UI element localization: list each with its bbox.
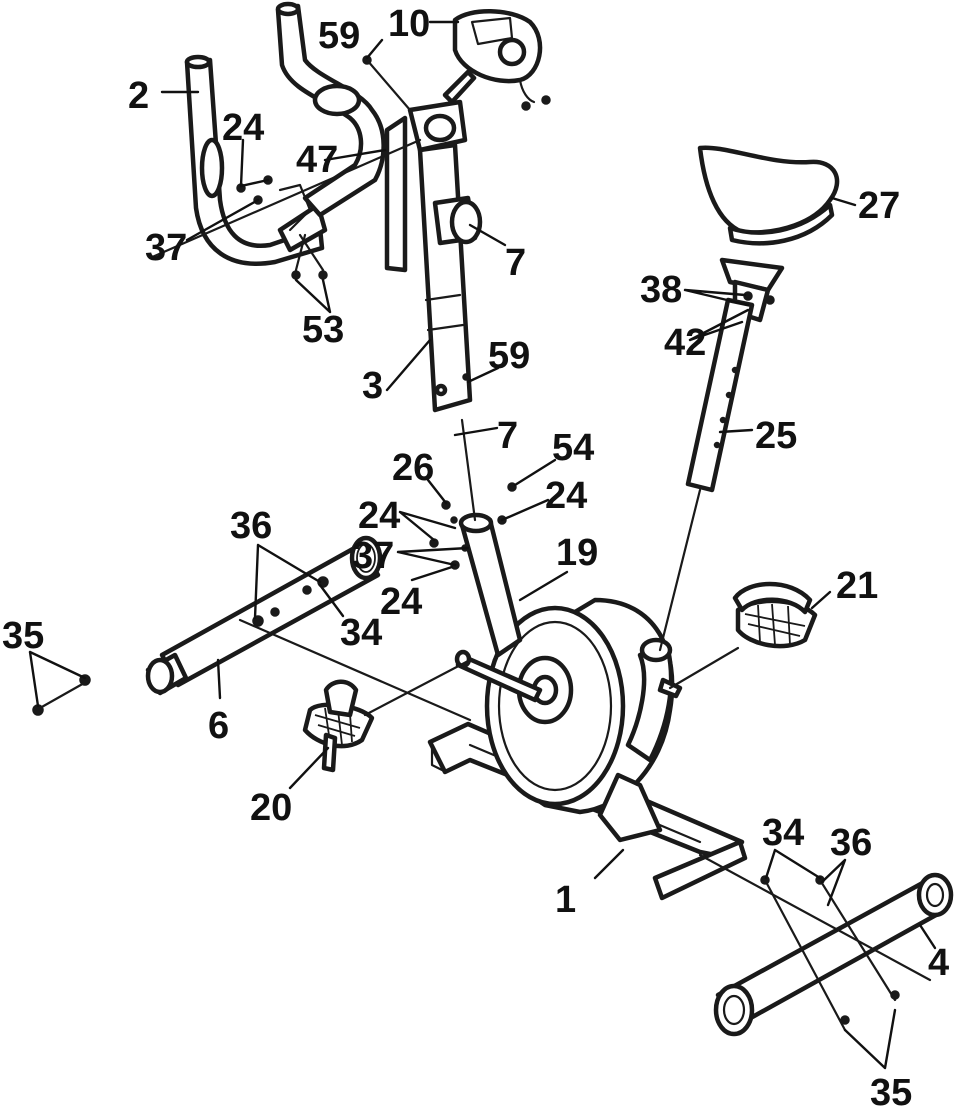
part-19-flywheel-housing xyxy=(454,597,675,843)
label-part-37-handlebar: 37 xyxy=(145,227,187,269)
front-upright-tube xyxy=(458,512,523,658)
part-2-handlebar-right xyxy=(275,1,386,218)
label-part-4: 4 xyxy=(928,942,949,984)
hardware-bolts xyxy=(32,55,900,1025)
label-part-7-knob: 7 xyxy=(505,242,526,284)
label-part-7-post: 7 xyxy=(497,415,518,457)
part-10-console xyxy=(442,9,551,111)
leader-lines xyxy=(28,20,937,1070)
label-part-35-front: 35 xyxy=(2,615,44,657)
label-part-24-lower: 24 xyxy=(380,581,422,623)
label-part-54: 54 xyxy=(552,427,594,469)
label-part-26: 26 xyxy=(392,447,434,489)
label-part-24-right: 24 xyxy=(545,475,587,517)
part-21-right-pedal xyxy=(732,581,818,649)
label-part-2: 2 xyxy=(128,75,149,117)
label-part-19: 19 xyxy=(556,532,598,574)
handlebar-bracket xyxy=(278,115,408,273)
label-part-6: 6 xyxy=(208,705,229,747)
label-part-24-left: 24 xyxy=(358,495,400,537)
label-part-36-rear: 36 xyxy=(830,822,872,864)
label-part-1: 1 xyxy=(555,879,576,921)
label-part-10: 10 xyxy=(388,3,430,45)
label-part-27: 27 xyxy=(858,185,900,227)
label-part-53: 53 xyxy=(302,309,344,351)
label-part-34-rear: 34 xyxy=(762,812,804,854)
label-part-36-front: 36 xyxy=(230,505,272,547)
label-part-37-frame: 37 xyxy=(352,535,394,577)
part-20-left-pedal xyxy=(302,679,375,773)
label-part-35-rear: 35 xyxy=(870,1072,912,1113)
seat-tube-mount xyxy=(625,637,683,763)
label-part-34-front: 34 xyxy=(340,612,382,654)
label-part-47: 47 xyxy=(296,139,338,181)
part-2-handlebar-left xyxy=(184,54,328,266)
part-7-tension-knob xyxy=(432,195,483,246)
label-part-24-handlebar: 24 xyxy=(222,107,264,149)
label-part-38: 38 xyxy=(640,269,682,311)
label-part-25: 25 xyxy=(755,415,797,457)
part-4-rear-stabilizer xyxy=(713,872,954,1037)
part-27-saddle xyxy=(697,145,840,246)
label-part-59-post: 59 xyxy=(488,335,530,377)
label-part-20: 20 xyxy=(250,787,292,829)
label-part-42: 42 xyxy=(664,322,706,364)
part-3-handlebar-post xyxy=(407,99,473,413)
callout-labels: 2 24 47 37 53 59 10 7 3 59 7 26 54 24 24… xyxy=(2,3,949,1113)
label-part-21: 21 xyxy=(836,565,878,607)
assembly-guide-lines xyxy=(38,58,932,1032)
label-part-59-top: 59 xyxy=(318,15,360,57)
label-part-3: 3 xyxy=(362,365,383,407)
